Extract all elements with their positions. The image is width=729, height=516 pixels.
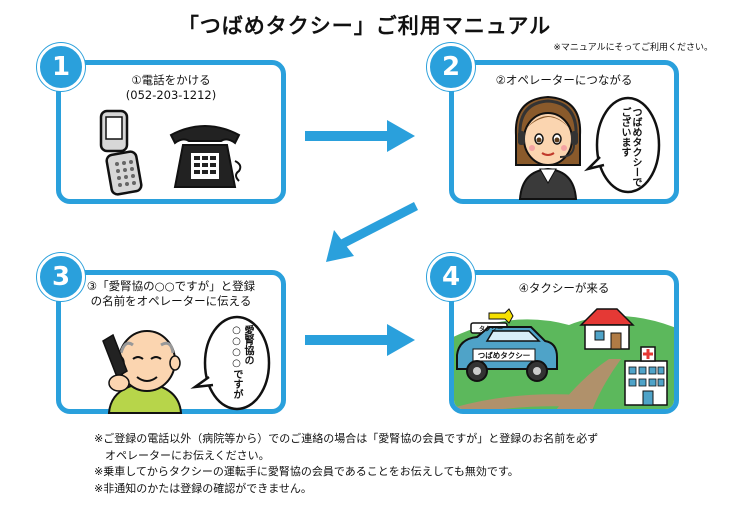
page-title: 「つばめタクシー」ご利用マニュアル [177, 14, 552, 38]
step-3-caption-line2: の名前をオペレーターに伝える [90, 294, 252, 308]
operator-icon [514, 95, 582, 200]
desk-telephone-icon [169, 125, 242, 188]
speech-bubble [190, 315, 271, 411]
step-1-panel: ①電話をかける (052-203-1212) [56, 60, 286, 204]
usage-note: ※マニュアルにそってご利用ください。 [553, 43, 713, 53]
speech-bubble-text: 愛腎協の○○○○ですが [231, 325, 253, 399]
town-scene [454, 308, 674, 409]
step-4-caption: ④タクシーが来る [518, 281, 610, 295]
step-1-caption: ①電話をかける (052-203-1212) [61, 73, 281, 103]
house-icon [579, 308, 635, 350]
phone-number: (052-203-1212) [125, 88, 217, 102]
arrow-right-icon [305, 324, 415, 356]
speech-bubble-text: つばめタクシーでございます [619, 107, 641, 187]
step-3-caption-line1: ③「愛腎協の○○ですが」と登録 [86, 279, 256, 293]
note-line: ※非通知のかたは登録の確認ができません。 [94, 481, 312, 495]
taxi-roof-sign-text: タクシー [478, 326, 503, 333]
note-line: ※ご登録の電話以外（病院等から）でのご連絡の場合は「愛腎協の会員ですが」と登録の… [94, 432, 599, 445]
elderly-man-caller-icon [102, 330, 183, 414]
step-3-badge: 3 [37, 253, 85, 301]
notes: ※ご登録の電話以外（病院等から）でのご連絡の場合は「愛腎協の会員ですが」と登録の… [94, 431, 598, 497]
step-2-badge: 2 [427, 43, 475, 91]
note-line: オペレーターにお伝えください。 [94, 448, 270, 462]
step-3-caption: ③「愛腎協の○○ですが」と登録 の名前をオペレーターに伝える [61, 279, 281, 309]
step-1-badge: 1 [37, 43, 85, 91]
step-1-caption-text: ①電話をかける [131, 73, 211, 87]
note-line: ※乗車してからタクシーの運転手に愛腎協の会員であることをお伝えしても無効です。 [94, 465, 519, 478]
taxi-icon [456, 308, 558, 382]
step-3-panel: ③「愛腎協の○○ですが」と登録 の名前をオペレーターに伝える 愛腎協の○○○○で… [56, 270, 286, 414]
mobile-phone-icon [99, 109, 143, 196]
taxi-door-text: つばめタクシー [477, 351, 531, 360]
arrow-diagonal-icon [326, 202, 418, 262]
step-2-panel: ②オペレーターにつながる つばめタクシーでございます [449, 60, 679, 204]
speech-bubble [583, 96, 661, 194]
step-4-badge: 4 [427, 253, 475, 301]
arrow-right-icon [305, 120, 415, 152]
step-2-caption: ②オペレーターにつながる [495, 73, 633, 87]
step-4-panel: ④タクシーが来る [449, 270, 679, 414]
hospital-icon [624, 346, 668, 406]
